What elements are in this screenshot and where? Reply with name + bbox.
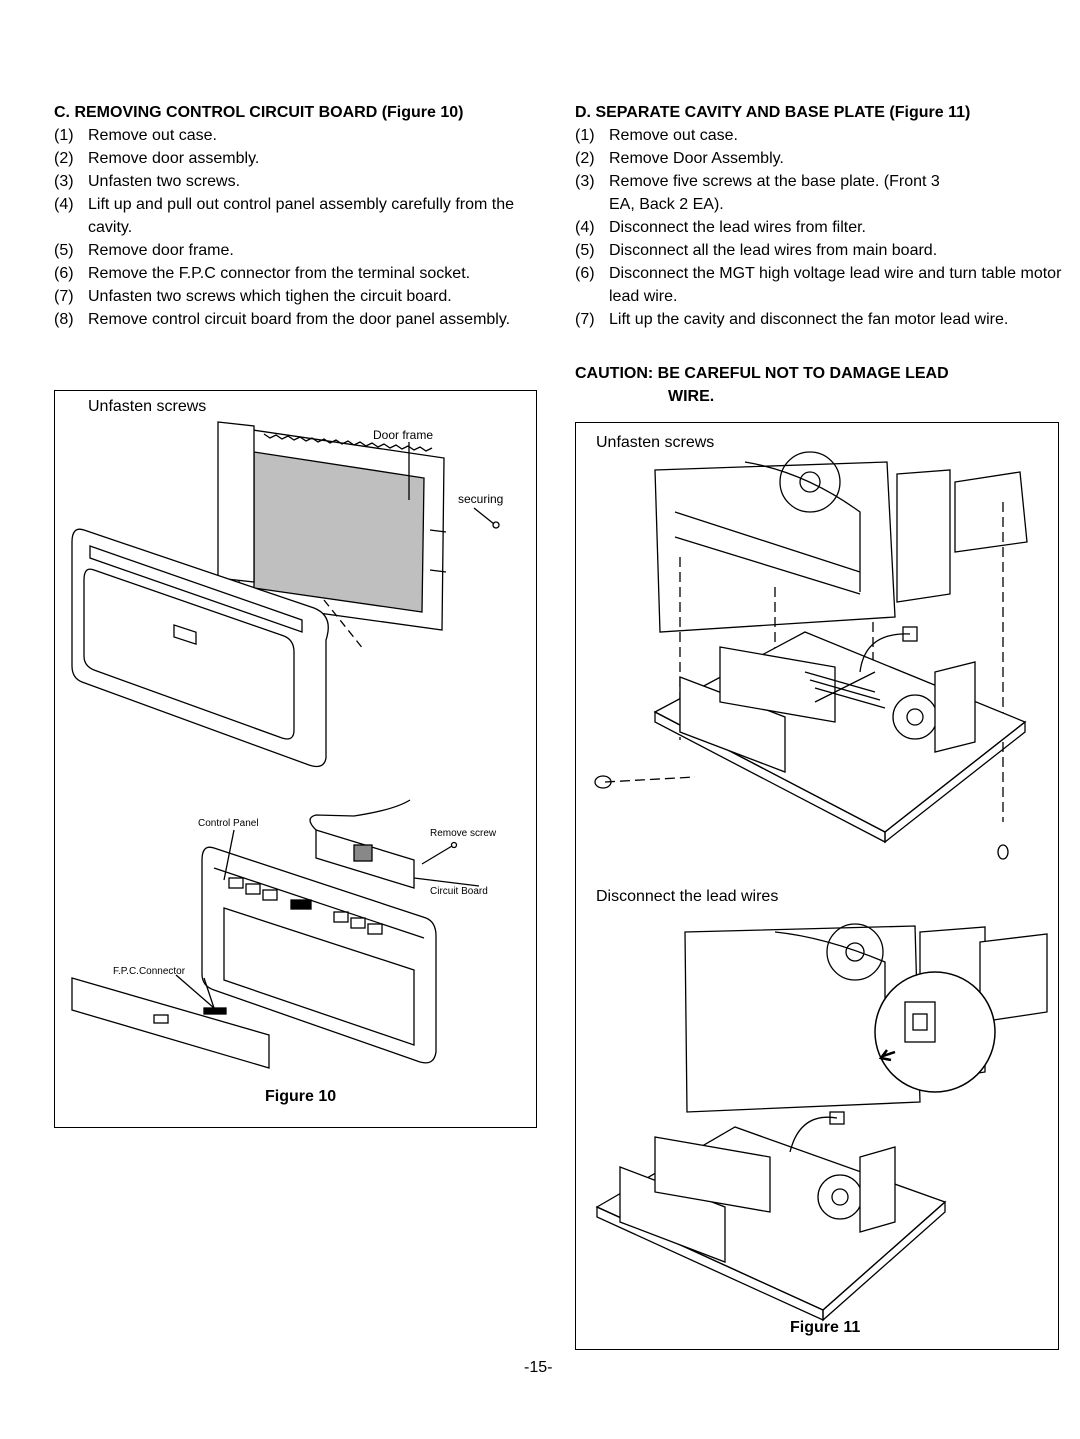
caution-notice: CAUTION: BE CAREFUL NOT TO DAMAGE LEAD W…: [575, 362, 949, 408]
figure-11-frame: [575, 422, 1059, 1350]
base-plate-drawing: [653, 626, 1027, 844]
list-item: (7)Unfasten two screws which tighen the …: [54, 288, 452, 305]
list-item: (2)Remove door assembly.: [54, 150, 260, 167]
list-item: (1)Remove out case.: [575, 127, 738, 144]
control-panel-label: Control Panel: [198, 818, 259, 829]
figure-10-caption: Figure 10: [265, 1088, 337, 1105]
door-frame-label: Door frame: [373, 428, 434, 442]
caution-line-2: WIRE.: [668, 388, 715, 405]
list-item: (5)Remove door frame.: [54, 242, 234, 259]
caution-line-1: CAUTION: BE CAREFUL NOT TO DAMAGE LEAD: [575, 365, 949, 382]
list-item: (5)Disconnect all the lead wires from ma…: [575, 242, 938, 259]
door-panel-drawing: [71, 528, 329, 768]
figure-11-caption: Figure 11: [790, 1319, 861, 1336]
figure-11-unfasten-label: Unfasten screws: [596, 434, 715, 451]
list-item: (8)Remove control circuit board from the…: [54, 311, 511, 328]
fpc-connector-label: F.P.C.Connector: [113, 966, 186, 977]
securing-label: securing: [458, 492, 504, 506]
list-item: (4)Disconnect the lead wires from filter…: [575, 219, 866, 236]
list-item: (1)Remove out case.: [54, 127, 217, 144]
figure-11-diagram: [594, 451, 1048, 1322]
list-item: (6)Remove the F.P.C connector from the t…: [54, 265, 471, 282]
cavity-drawing-top: [654, 451, 1028, 633]
figure-10-frame: [54, 390, 537, 1128]
door-frame-drawing: [217, 421, 447, 631]
section-c-title: C. REMOVING CONTROL CIRCUIT BOARD (Figur…: [54, 104, 464, 121]
list-item: (3)Remove five screws at the base plate.…: [575, 173, 940, 213]
list-item: (7)Lift up the cavity and disconnect the…: [575, 311, 1009, 328]
section-c-steps: (1)Remove out case. (2)Remove door assem…: [54, 124, 514, 331]
disconnect-label: Disconnect the lead wires: [596, 888, 779, 905]
page-number: -15-: [524, 1359, 553, 1376]
list-item: (2)Remove Door Assembly.: [575, 150, 784, 167]
figure-10-unfasten-label: Unfasten screws: [88, 398, 207, 415]
list-item: (6)Disconnect the MGT high voltage lead …: [575, 265, 1062, 305]
figure-10-diagram: [71, 421, 500, 1069]
control-panel-drawing: [71, 799, 480, 1069]
circuit-board-label: Circuit Board: [430, 886, 488, 897]
base-plate-drawing-bottom: [595, 1111, 947, 1322]
list-item: (4)Lift up and pull out control panel as…: [54, 196, 515, 236]
remove-screw-label: Remove screw: [430, 828, 497, 839]
cavity-drawing-bottom: [684, 923, 1048, 1113]
list-item: (3)Unfasten two screws.: [54, 173, 241, 190]
section-d-steps: (1)Remove out case. (2)Remove Door Assem…: [575, 124, 1061, 331]
section-d-title: D. SEPARATE CAVITY AND BASE PLATE (Figur…: [575, 104, 971, 121]
